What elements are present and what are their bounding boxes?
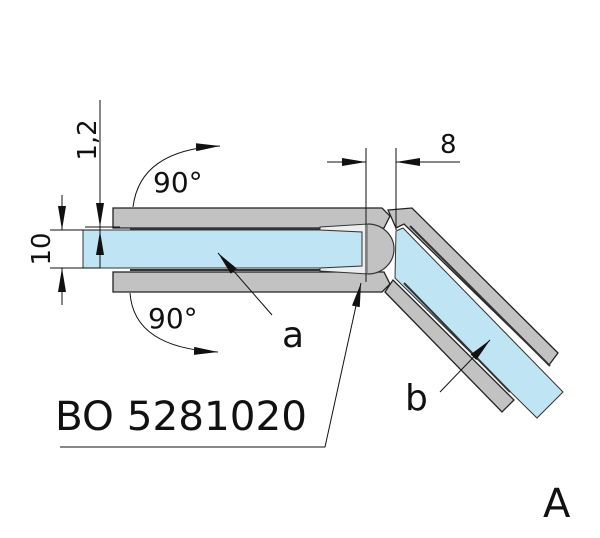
clamp-bottom-right <box>384 278 515 413</box>
part-number-label: BO 5281020 <box>55 394 307 440</box>
leader-b <box>439 339 491 393</box>
dimension-glass-thickness <box>50 100 120 305</box>
label-a: a <box>282 315 304 356</box>
glass-panel-b <box>394 227 564 419</box>
glass-panel-a <box>82 229 366 269</box>
leader-a <box>217 252 273 316</box>
label-b: b <box>405 378 428 419</box>
dim-8-label: 8 <box>440 130 457 160</box>
leader-part-number <box>60 282 362 448</box>
angle-top-label: 90° <box>153 166 203 199</box>
angle-bottom-label: 90° <box>148 302 198 335</box>
clamp-top-left <box>112 207 391 229</box>
dim-10-label: 10 <box>27 232 57 265</box>
clamp-bottom-left <box>112 271 391 293</box>
view-label: A <box>543 481 571 527</box>
angle-arc-top <box>132 143 221 208</box>
dim-1-2-label: 1,2 <box>73 119 103 160</box>
angle-arc-bottom <box>129 292 219 355</box>
dimension-seal-width <box>327 148 460 282</box>
